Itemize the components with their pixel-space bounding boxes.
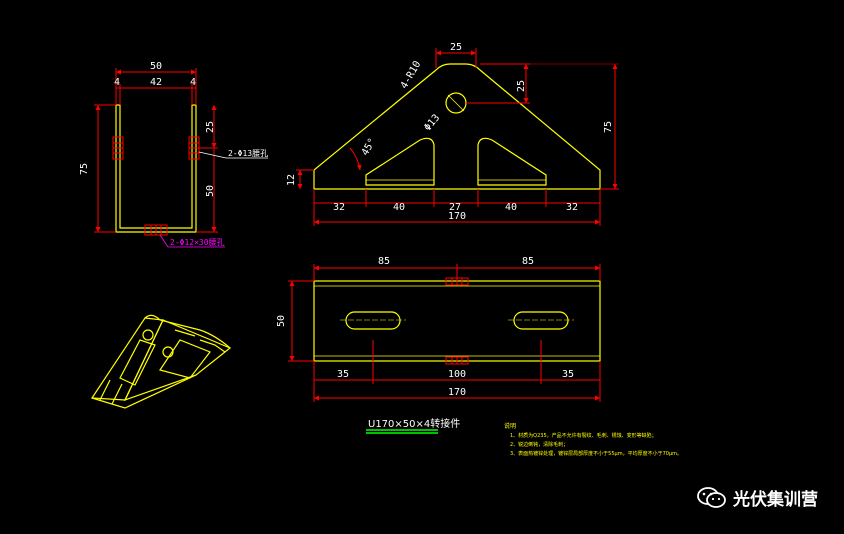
slot-right <box>513 311 569 330</box>
wechat-icon <box>697 486 727 509</box>
dim-75-side-label: 75 <box>79 163 90 175</box>
watermark: 光伏集训营 <box>697 485 818 510</box>
slot-left <box>345 311 401 330</box>
note-line-3: 3、表面热镀锌处理，镀锌层局部厚度不小于55μm，平均厚度不小于70μm。 <box>510 450 682 457</box>
hole-diameter-label: Φ13 <box>422 113 442 134</box>
total-front-label: 170 <box>448 211 466 222</box>
notes-block: 说明 1、材质为Q235，产品不允许有裂纹、毛刺、锈蚀、变形等缺陷； 2、锐边倒… <box>504 422 682 457</box>
seg-5-label: 32 <box>566 202 578 213</box>
front-view: 25 25 75 4-R10 Φ13 45° 12 32 40 27 40 32… <box>286 42 619 226</box>
hole-callout: 2-Φ13腰孔 <box>228 149 268 158</box>
plan-35-left-label: 35 <box>337 369 349 380</box>
angle-label: 45° <box>360 137 379 158</box>
plan-50-label: 50 <box>276 315 287 327</box>
title-block: U170×50×4转接件 <box>366 417 460 434</box>
note-line-1: 1、材质为Q235，产品不允许有裂纹、毛刺、锈蚀、变形等缺陷； <box>510 432 657 439</box>
plate-outline <box>313 63 601 190</box>
seg-4-label: 40 <box>505 202 517 213</box>
u-channel-outline <box>115 104 197 233</box>
dim-50-side-label: 50 <box>205 185 216 197</box>
notes-heading: 说明 <box>504 422 516 430</box>
plan-170-label: 170 <box>448 387 466 398</box>
angle-arc <box>349 147 362 171</box>
cutout-right <box>477 137 547 186</box>
watermark-text: 光伏集训营 <box>733 490 818 510</box>
dim-4-left-label: 4 <box>114 77 120 88</box>
isometric-view <box>90 314 232 409</box>
seg-2-label: 40 <box>393 202 405 213</box>
plan-85-right-label: 85 <box>522 256 534 267</box>
radius-label: 4-R10 <box>399 59 424 91</box>
dim-4-right-label: 4 <box>190 77 196 88</box>
dim-25-top-label: 25 <box>450 42 462 53</box>
dim-25-side-label: 25 <box>205 121 216 133</box>
dim-50-label: 50 <box>150 61 162 72</box>
note-line-2: 2、锐边倒钝，清除毛刺； <box>510 441 568 448</box>
dim-75-front-label: 75 <box>603 121 614 133</box>
plan-view: 85 85 50 35 100 35 170 <box>276 256 601 402</box>
dim-25-right-label: 25 <box>516 80 527 92</box>
seg-3-label: 27 <box>449 202 461 213</box>
dim-42-label: 42 <box>150 77 162 88</box>
plan-85-left-label: 85 <box>378 256 390 267</box>
drawing-title: U170×50×4转接件 <box>368 417 460 430</box>
slot-callout: 2-Φ12×30腰孔 <box>170 238 225 247</box>
seg-1-label: 32 <box>333 202 345 213</box>
plan-100-label: 100 <box>448 369 466 380</box>
plan-outline <box>313 280 601 362</box>
plan-35-right-label: 35 <box>562 369 574 380</box>
side-view: 50 4 42 4 75 25 50 2-Φ13腰孔 2-Φ12×30腰孔 <box>79 61 268 248</box>
cutout-left <box>365 137 435 186</box>
dim-12-label: 12 <box>286 174 297 186</box>
